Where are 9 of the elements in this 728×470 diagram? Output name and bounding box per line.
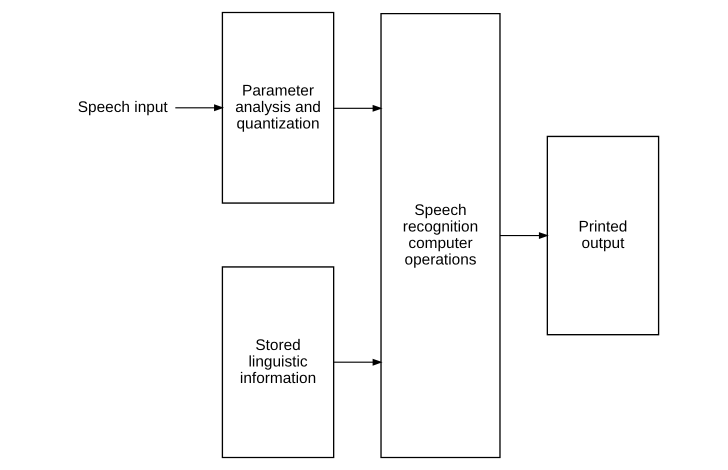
node-box: Printed output	[546, 136, 659, 336]
arrow	[333, 358, 382, 366]
node-text: Speech input	[77, 98, 168, 116]
node-box: Speech recognition computer operations	[380, 12, 500, 458]
node-box: Stored linguistic information	[221, 266, 334, 458]
arrow	[500, 232, 548, 240]
arrow	[333, 104, 382, 112]
arrow	[174, 104, 224, 112]
node-box: Parameter analysis and quantization	[221, 12, 334, 204]
